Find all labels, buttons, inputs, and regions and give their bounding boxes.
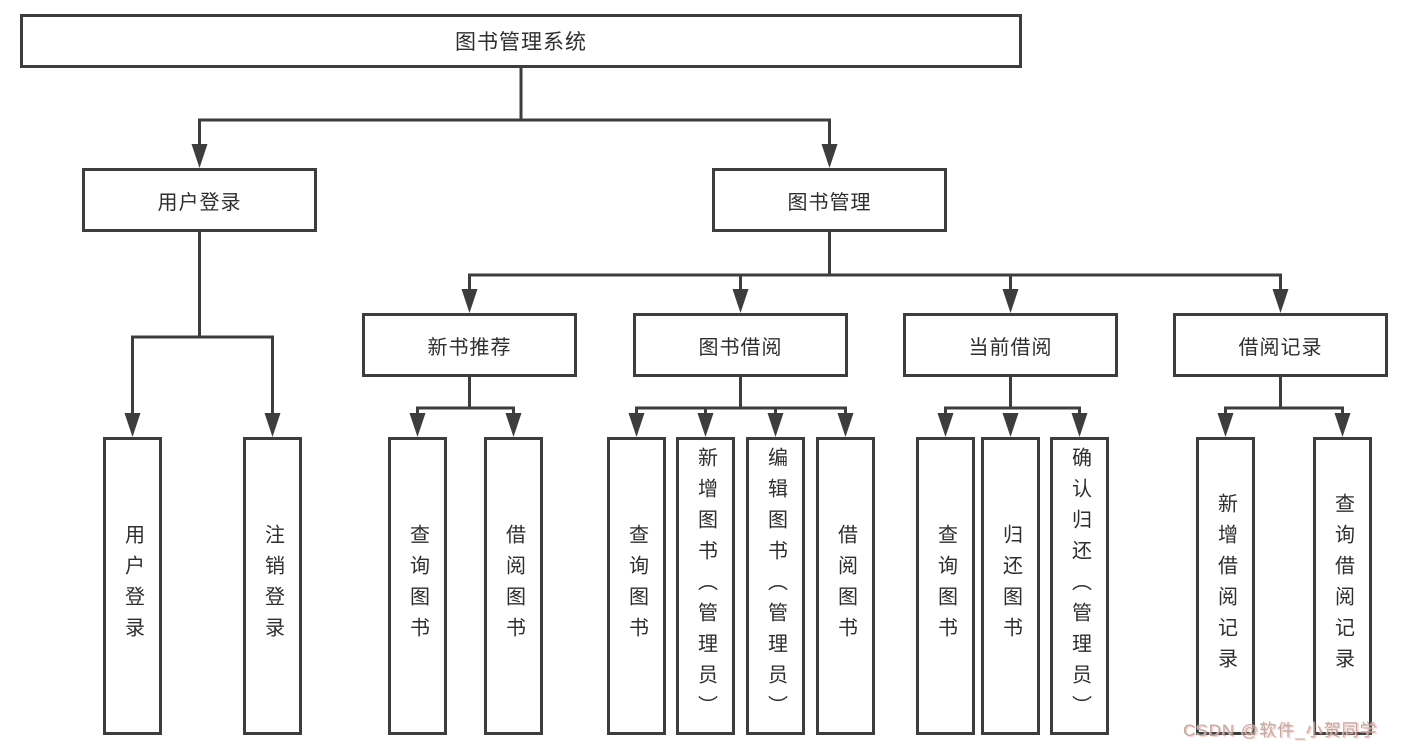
leaf-label: 归还图书 (999, 524, 1022, 648)
leaf-label: 注销登录 (261, 524, 284, 648)
leaf-borrow-books: 借阅图书 (816, 437, 875, 735)
leaf-query-books-recommend: 查询图书 (388, 437, 447, 735)
node-book-management: 图书管理 (712, 168, 947, 232)
leaf-edit-book-admin: 编辑图书（管理员） (746, 437, 805, 735)
leaf-logout: 注销登录 (243, 437, 302, 735)
leaf-add-borrow-record: 新增借阅记录 (1196, 437, 1255, 735)
leaf-label: 编辑图书（管理员） (764, 446, 787, 726)
leaf-confirm-return-admin: 确认归还（管理员） (1050, 437, 1109, 735)
leaf-label: 借阅图书 (834, 524, 857, 648)
node-borrowing-records: 借阅记录 (1173, 313, 1388, 377)
leaf-query-borrow-record: 查询借阅记录 (1313, 437, 1372, 735)
csdn-watermark: CSDN @软件_小贺同学 (1183, 721, 1378, 740)
leaf-borrow-books-recommend: 借阅图书 (484, 437, 543, 735)
leaf-label: 借阅图书 (502, 524, 525, 648)
node-current-borrowing: 当前借阅 (903, 313, 1118, 377)
node-library-management-system: 图书管理系统 (20, 14, 1022, 68)
leaf-query-books-current: 查询图书 (916, 437, 975, 735)
leaf-add-book-admin: 新增图书（管理员） (676, 437, 735, 735)
leaf-label: 新增借阅记录 (1214, 493, 1237, 679)
leaf-label: 确认归还（管理员） (1068, 446, 1091, 726)
leaf-label: 新增图书（管理员） (694, 446, 717, 726)
leaf-label: 查询图书 (934, 524, 957, 648)
leaf-return-book: 归还图书 (981, 437, 1040, 735)
leaf-label: 查询图书 (406, 524, 429, 648)
node-book-borrowing: 图书借阅 (633, 313, 848, 377)
leaf-label: 查询图书 (625, 524, 648, 648)
leaf-user-login: 用户登录 (103, 437, 162, 735)
leaf-query-books-borrow: 查询图书 (607, 437, 666, 735)
leaf-label: 查询借阅记录 (1331, 493, 1354, 679)
leaf-label: 用户登录 (121, 524, 144, 648)
node-user-login: 用户登录 (82, 168, 317, 232)
node-new-book-recommend: 新书推荐 (362, 313, 577, 377)
